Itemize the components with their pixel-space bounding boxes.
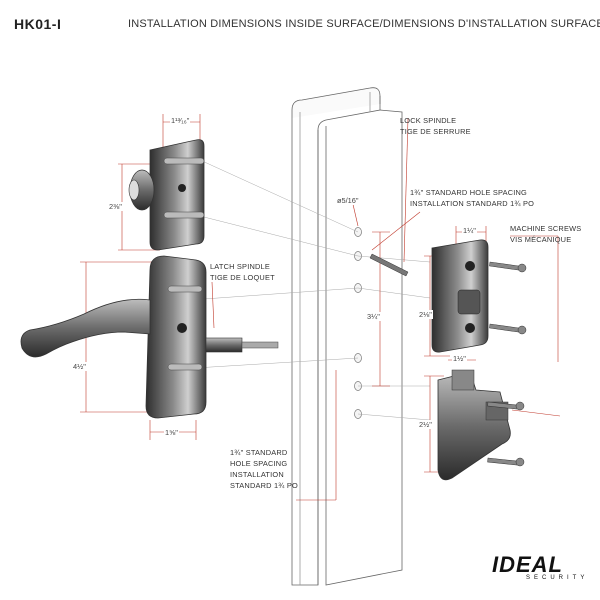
latch-spindle xyxy=(205,337,279,353)
projection-lines xyxy=(189,159,431,421)
dim-spacing: 3¼" xyxy=(366,312,381,321)
lever-handle xyxy=(20,255,207,419)
bottom-spacing-label-3: INSTALLATION xyxy=(230,470,284,479)
dim-catch-height: 2½" xyxy=(418,420,433,429)
dim-lock-height: 2⅜" xyxy=(108,202,123,211)
dim-hole-diameter: ø5/16" xyxy=(336,196,360,205)
machine-screws-label-en: MACHINE SCREWS xyxy=(510,224,582,233)
dim-strike-width: 1¼" xyxy=(462,226,477,235)
model-number: HK01-I xyxy=(14,16,62,32)
bottom-spacing-label-2: HOLE SPACING xyxy=(230,459,288,468)
hole-spacing-label-en: 1¾" STANDARD HOLE SPACING xyxy=(410,188,528,197)
brand-logo: IDEAL xyxy=(492,552,563,577)
dim-catch-width: 1½" xyxy=(452,354,467,363)
brand-tagline: SECURITY xyxy=(526,575,589,581)
dim-lock-width: 1¹³⁄₁₆" xyxy=(170,116,191,125)
machine-screws-label-fr: VIS MÉCANIQUE xyxy=(510,235,572,244)
lock-spindle xyxy=(369,253,409,277)
frame-holes xyxy=(354,227,362,419)
dim-handle-height: 4½" xyxy=(72,362,87,371)
deadbolt-lock xyxy=(128,139,205,251)
lock-spindle-label-fr: TIGE DE SERRURE xyxy=(400,127,471,136)
door-frame xyxy=(291,87,403,586)
machine-screws xyxy=(487,261,527,467)
hole-spacing-label-fr: INSTALLATION STANDARD 1¾ PO xyxy=(410,199,535,208)
latch-spindle-label-en: LATCH SPINDLE xyxy=(210,262,270,271)
dim-strike-height: 2⅛" xyxy=(418,310,433,319)
diagram-title: INSTALLATION DIMENSIONS INSIDE SURFACE/D… xyxy=(128,18,600,30)
latch-spindle-label-fr: TIGE DE LOQUET xyxy=(210,273,275,282)
bottom-spacing-label-4: STANDARD 1¾ PO xyxy=(230,481,298,490)
lock-spindle-label-en: LOCK SPINDLE xyxy=(400,116,457,125)
bottom-spacing-label-1: 1¾" STANDARD xyxy=(230,448,288,457)
dim-handle-width: 1⅝" xyxy=(164,428,179,437)
strike-plate xyxy=(431,239,489,353)
